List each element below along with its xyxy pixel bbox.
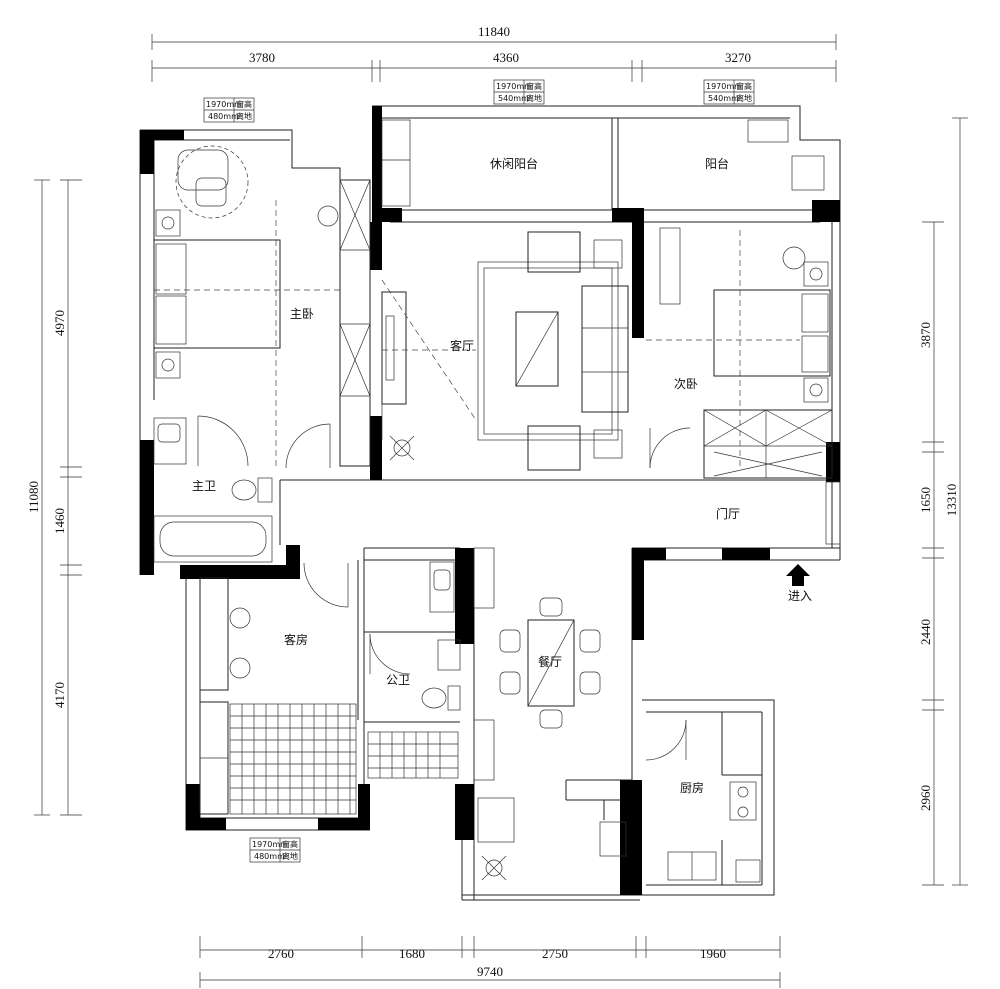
dim-right-total: 13310 xyxy=(944,484,959,517)
dim-right-seg-1: 3870 xyxy=(918,322,933,348)
dim-top-seg-1: 3780 xyxy=(249,50,275,65)
room-label-balcony: 阳台 xyxy=(705,156,729,171)
plant-icon xyxy=(481,855,507,881)
wall-outlines xyxy=(139,105,841,901)
window-note-4: 1970mm 窗高 480mm 离地 xyxy=(249,837,301,863)
svg-text:1970mm: 1970mm xyxy=(706,82,742,91)
dim-right-seg-4: 2960 xyxy=(918,785,933,811)
svg-text:离地: 离地 xyxy=(236,111,252,121)
dim-top-seg-3: 3270 xyxy=(725,50,751,65)
room-label-dining-room: 餐厅 xyxy=(538,654,562,669)
dimension-lines: 11840 3780 4360 3270 2760 1680 2750 1960… xyxy=(26,24,968,988)
dim-top-total: 11840 xyxy=(478,24,510,39)
dim-top-seg-2: 4360 xyxy=(493,50,519,65)
room-label-kitchen: 厨房 xyxy=(680,780,704,795)
dim-bottom-seg-3: 2750 xyxy=(542,946,568,961)
room-label-foyer: 门厅 xyxy=(716,506,740,521)
svg-text:1970mm: 1970mm xyxy=(252,840,288,849)
window-note-3: 1970mm 窗高 540mm 离地 xyxy=(703,79,755,105)
room-label-public-bath: 公卫 xyxy=(386,673,410,687)
room-label-second-bedroom: 次卧 xyxy=(674,377,698,391)
dim-left-seg-2: 1460 xyxy=(52,508,67,534)
furniture xyxy=(153,119,841,883)
guest-bed xyxy=(229,703,357,815)
room-label-guest-room: 客房 xyxy=(284,632,308,647)
svg-text:窗高: 窗高 xyxy=(736,81,752,91)
entry-arrow-icon xyxy=(786,564,810,586)
room-label-master-bath: 主卫 xyxy=(192,479,216,493)
svg-text:窗高: 窗高 xyxy=(236,99,252,109)
svg-text:窗高: 窗高 xyxy=(526,81,542,91)
svg-text:离地: 离地 xyxy=(736,93,752,103)
svg-text:窗高: 窗高 xyxy=(282,839,298,849)
svg-text:1970mm: 1970mm xyxy=(496,82,532,91)
room-label-master-bedroom: 主卧 xyxy=(290,307,314,321)
svg-text:1970mm: 1970mm xyxy=(206,100,242,109)
room-label-leisure-balcony: 休闲阳台 xyxy=(490,156,538,171)
svg-text:480mm: 480mm xyxy=(254,852,285,861)
window-note-1: 1970mm 窗高 480mm 离地 xyxy=(203,97,255,123)
svg-text:540mm: 540mm xyxy=(708,94,739,103)
dim-left-seg-1: 4970 xyxy=(52,310,67,336)
dim-bottom-seg-4: 1960 xyxy=(700,946,726,961)
plant-icon xyxy=(389,435,415,461)
dim-right-seg-2: 1650 xyxy=(918,487,933,513)
dim-left-total: 11080 xyxy=(26,481,41,513)
svg-text:离地: 离地 xyxy=(526,93,542,103)
dim-bottom-seg-1: 2760 xyxy=(268,946,294,961)
dim-right-seg-3: 2440 xyxy=(918,619,933,645)
room-label-living-room: 客厅 xyxy=(450,338,474,353)
svg-text:480mm: 480mm xyxy=(208,112,239,121)
dim-left-seg-3: 4170 xyxy=(52,682,67,708)
window-note-2: 1970mm 窗高 540mm 离地 xyxy=(493,79,545,105)
svg-text:540mm: 540mm xyxy=(498,94,529,103)
room-labels: 休闲阳台 阳台 主卧 客厅 次卧 主卫 门厅 客房 公卫 餐厅 厨房 xyxy=(192,156,740,795)
entry-label: 进入 xyxy=(788,589,812,603)
dim-bottom-total: 9740 xyxy=(477,964,503,979)
svg-text:离地: 离地 xyxy=(282,851,298,861)
solid-walls xyxy=(140,106,840,895)
dim-bottom-seg-2: 1680 xyxy=(399,946,425,961)
